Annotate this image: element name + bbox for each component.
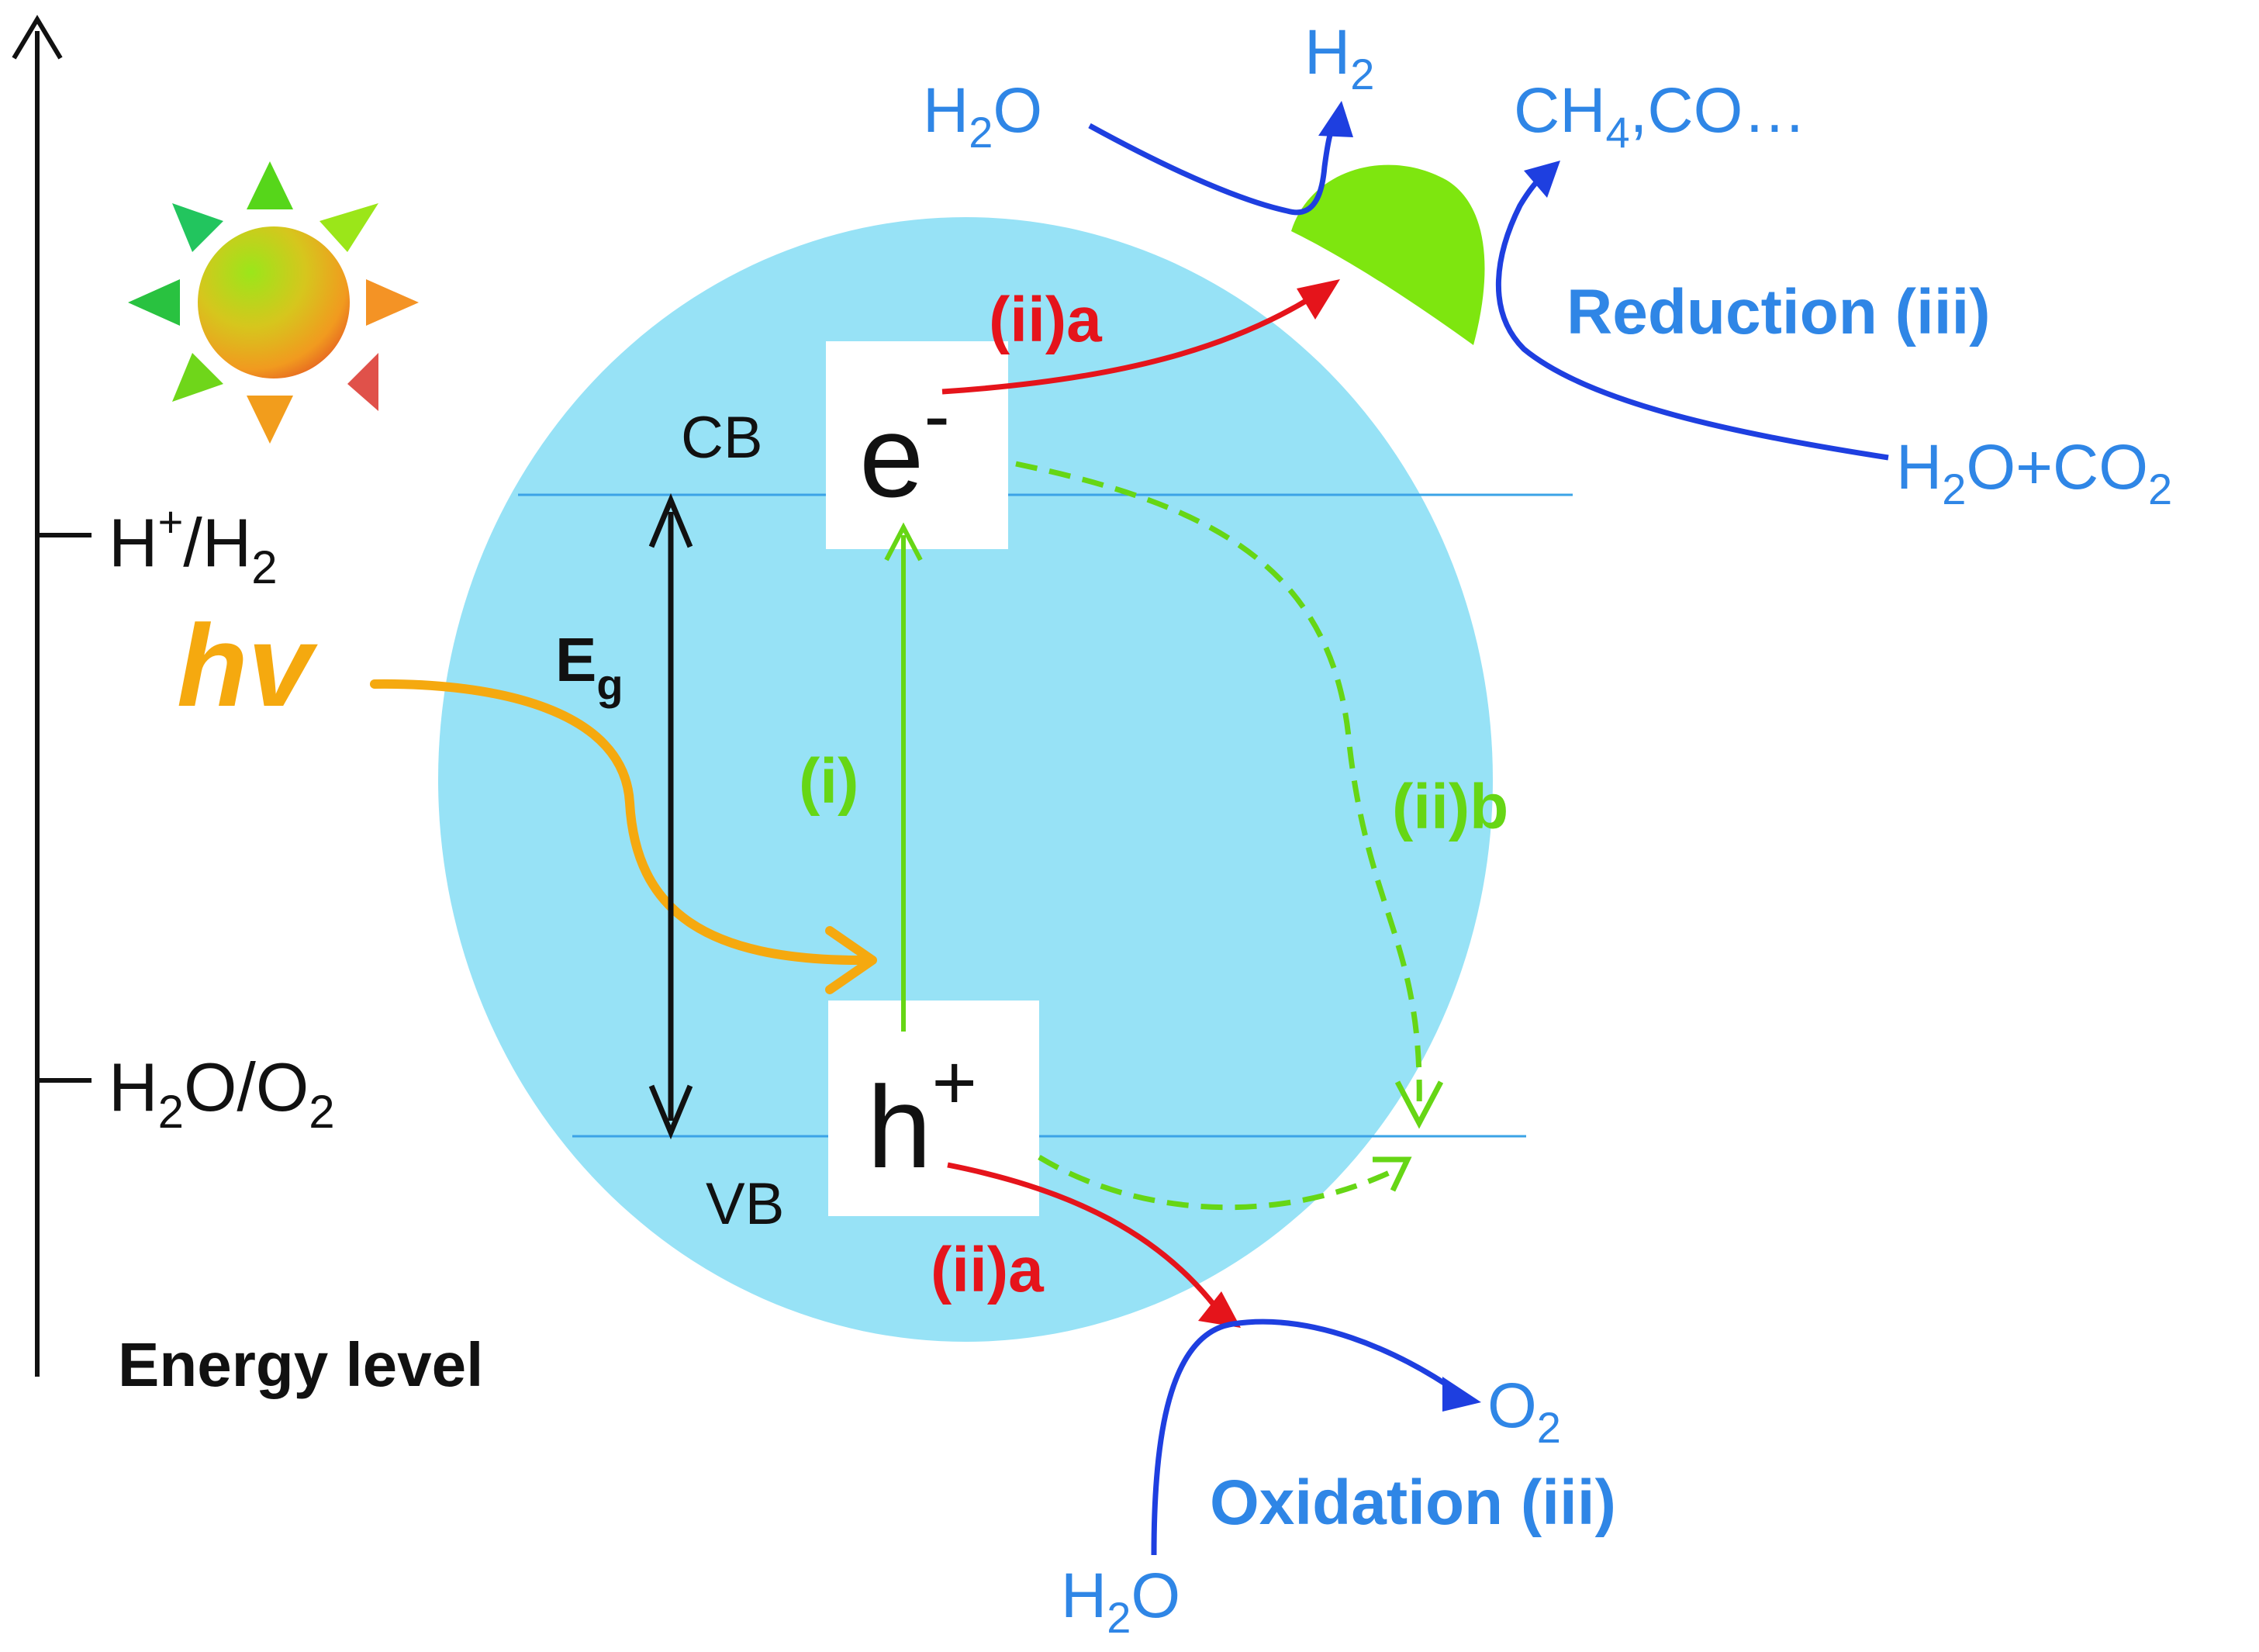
hole-transfer-arrow [947,1162,1241,1328]
electron-box [826,341,1008,549]
h2-product-label: H2 [1304,17,1374,98]
o2-product-label: O2 [1487,1370,1561,1452]
h2-evolution-path [1088,101,1353,216]
step-iib-label: (ii)b [1392,772,1508,842]
cb-label: CB [681,405,763,471]
electron-transfer-arrow [941,279,1340,395]
hole-label: h+ [867,1039,977,1192]
energy-axis [12,15,92,1377]
band-gap-label: Eg [555,625,623,709]
sun-icon [128,161,419,444]
recombination-path [1015,461,1444,1211]
electron-label: e- [859,372,950,521]
h2-level-label: H+/H2 [109,497,278,593]
h2o-co2-label: H2O+CO2 [1896,432,2172,513]
step-i-label: (i) [799,746,858,817]
excitation-arrow [884,522,923,1032]
photon-arrow [370,679,877,994]
reduction-label: Reduction (iii) [1566,277,1991,347]
photon-label: hv [177,600,319,731]
photocatalyst-particle [438,217,1493,1342]
oxidation-h2o-label: H2O [1061,1560,1180,1642]
co2-reduction-path [1495,161,1889,461]
o2-evolution-path [1151,1318,1481,1556]
oxidation-label: Oxidation (iii) [1210,1467,1616,1538]
step-iia-top-label: (ii)a [989,285,1103,355]
vb-label: VB [706,1171,784,1237]
o2-level-label: H2O/O2 [109,1049,335,1138]
band-gap-arrow [648,492,693,1140]
step-iia-bottom-label: (ii)a [931,1235,1045,1305]
carbon-products-label: CH4,CO… [1514,75,1806,157]
energy-axis-label: Energy level [118,1330,483,1399]
reduction-h2o-label: H2O [923,75,1042,157]
cocatalyst [1291,164,1485,345]
